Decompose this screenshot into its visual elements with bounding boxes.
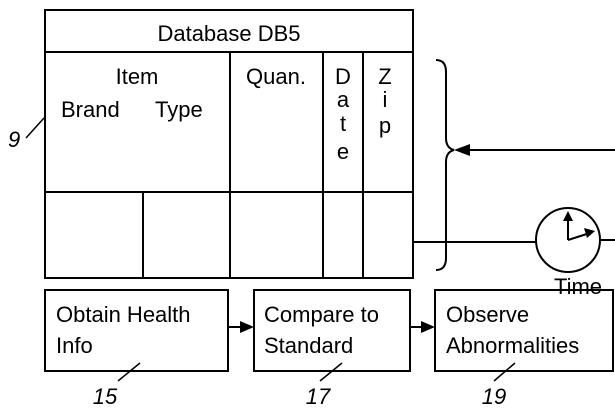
clock-minute-arrow — [584, 228, 595, 238]
ref-19-leader — [493, 362, 516, 382]
ref-label-9: 9 — [8, 127, 20, 152]
step-3-line-2: Abnormalities — [446, 333, 579, 358]
ref-15-leader — [117, 362, 141, 382]
step-box-obtain-health-info — [44, 289, 229, 372]
zip-letter-1: Z — [378, 64, 391, 89]
brace-arrowhead — [454, 144, 470, 156]
clock-hour-arrow — [563, 211, 573, 221]
ref-17-leader — [319, 362, 343, 382]
zip-letter-2: i — [383, 87, 388, 112]
step-box-observe-abnormalities — [434, 289, 614, 372]
quan-header: Quan. — [246, 64, 306, 89]
arrow-2-3-head — [421, 321, 435, 333]
date-letter-3: t — [340, 111, 346, 136]
ref-label-17: 17 — [306, 384, 331, 409]
database-title: Database DB5 — [157, 21, 300, 46]
step-1-line-2: Info — [56, 333, 93, 358]
item-header: Item — [116, 64, 159, 89]
ref-label-19: 19 — [482, 384, 506, 409]
date-letter-4: e — [337, 139, 349, 164]
arrow-1-2-head — [240, 321, 254, 333]
date-letter-2: a — [337, 87, 350, 112]
ref-label-15: 15 — [93, 384, 118, 409]
database-table: Database DB5 Item Brand Type Quan. D a t… — [44, 9, 414, 279]
curly-brace — [435, 59, 455, 271]
type-header: Type — [155, 97, 203, 122]
clock-label: Time — [554, 274, 602, 299]
step-2-line-1: Compare to — [264, 302, 379, 327]
brand-header: Brand — [61, 97, 120, 122]
step-1-line-1: Obtain Health — [56, 302, 191, 327]
step-2-line-2: Standard — [264, 333, 353, 358]
zip-letter-3: p — [379, 113, 391, 138]
date-letter-1: D — [335, 64, 351, 89]
ref-9-leader — [25, 117, 45, 139]
clock-icon — [535, 207, 615, 273]
step-3-line-1: Observe — [446, 302, 529, 327]
